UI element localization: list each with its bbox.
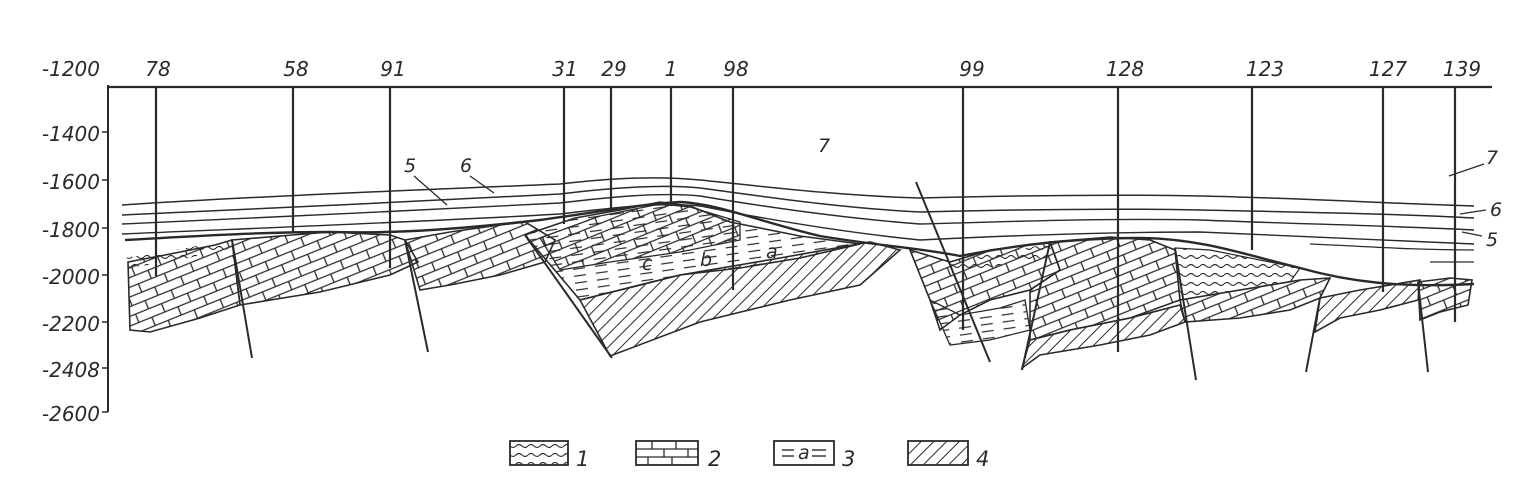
leader-line <box>1459 209 1487 215</box>
fault-line <box>524 234 613 359</box>
unit-annotations: 7 5 6 7 6 5 a b c <box>404 135 1502 275</box>
unit-label-7-center: 7 <box>818 135 830 157</box>
well-number: 98 <box>723 57 748 81</box>
legend-item: 4 <box>907 440 989 471</box>
well-number: 123 <box>1246 57 1284 81</box>
horizon-base-5 <box>121 204 1475 245</box>
legend-swatch-wavy <box>509 440 569 466</box>
legend-brick-lines <box>636 441 698 465</box>
well-number: 127 <box>1369 57 1407 81</box>
unit-label-7-right: 7 <box>1486 147 1498 169</box>
legend: 1 2 a 3 4 <box>509 440 989 471</box>
wavy-shale <box>950 244 1052 272</box>
legend-item: 1 <box>509 440 589 471</box>
well-number: 29 <box>601 57 626 81</box>
horizon-top-5 <box>121 193 1475 231</box>
horizon-base-6 <box>121 185 1475 219</box>
shale-strips <box>125 240 1052 272</box>
legend-number: 2 <box>708 447 721 471</box>
fault-line <box>1417 281 1429 373</box>
well-labels: 78 58 91 31 29 1 98 99 128 123 127 139 <box>145 57 1481 81</box>
legend-number: 1 <box>576 447 589 471</box>
legend-number: 3 <box>842 447 855 471</box>
wavy-shale <box>125 240 232 268</box>
well-number: 78 <box>145 57 170 81</box>
pinchout-lens <box>1309 243 1475 263</box>
hatched-basement <box>1313 279 1421 334</box>
legend-swatch-dash <box>773 440 835 466</box>
fault-line <box>1021 241 1051 371</box>
well-number: 1 <box>665 57 678 81</box>
unit-label-6-right: 6 <box>1490 199 1502 221</box>
well-number: 139 <box>1443 57 1481 81</box>
well-number: 58 <box>283 57 308 81</box>
legend-swatch-text: a <box>798 442 810 464</box>
limestone-block <box>1417 277 1473 322</box>
unconformity-surface <box>124 200 1475 287</box>
legend-swatch-hatch <box>907 440 969 466</box>
sublayer-label-c: c <box>642 253 653 275</box>
leader-line <box>1461 231 1483 237</box>
unit-label-5-left: 5 <box>404 155 416 177</box>
sublayer-label-b: b <box>700 249 712 271</box>
legend-item: a 3 <box>773 440 855 471</box>
fault-line <box>231 239 253 359</box>
marl-block <box>928 298 1031 346</box>
limestone-wedge <box>539 203 741 271</box>
depth-axis: -1200 -1400 -1600 -1800 -2000 -2200 -240… <box>42 57 109 426</box>
unit-label-6-left: 6 <box>460 155 472 177</box>
well-number: 128 <box>1106 57 1144 81</box>
depth-label: -2408 <box>42 358 100 382</box>
unit-label-5-right: 5 <box>1486 229 1498 251</box>
depth-label: -2000 <box>42 265 100 289</box>
legend-number: 4 <box>976 447 989 471</box>
leader-line <box>413 175 448 206</box>
depth-label: -2600 <box>42 402 100 426</box>
depth-label: -1400 <box>42 122 100 146</box>
horizons <box>121 177 1475 287</box>
leader-line <box>1448 163 1485 177</box>
leader-line <box>469 175 495 194</box>
faults <box>231 181 1429 381</box>
legend-item: 2 <box>635 440 721 471</box>
depth-label: -1200 <box>42 57 100 81</box>
depth-label: -1800 <box>42 218 100 242</box>
well-number: 99 <box>959 57 984 81</box>
wells <box>154 87 1457 352</box>
well-number: 91 <box>380 57 405 81</box>
legend-swatch-brick <box>635 440 699 466</box>
hatched-basement <box>1020 304 1186 371</box>
hatched-basement <box>578 241 902 357</box>
horizon-top-6 <box>121 177 1475 207</box>
well-number: 31 <box>552 57 577 81</box>
fault-blocks <box>127 201 1473 371</box>
sublayer-label-a: a <box>766 241 778 263</box>
depth-label: -2200 <box>42 312 100 336</box>
fault-line <box>1174 247 1197 381</box>
fault-line <box>1305 297 1321 373</box>
depth-label: -1600 <box>42 170 100 194</box>
fault-line <box>915 181 991 363</box>
fault-line <box>404 239 429 353</box>
